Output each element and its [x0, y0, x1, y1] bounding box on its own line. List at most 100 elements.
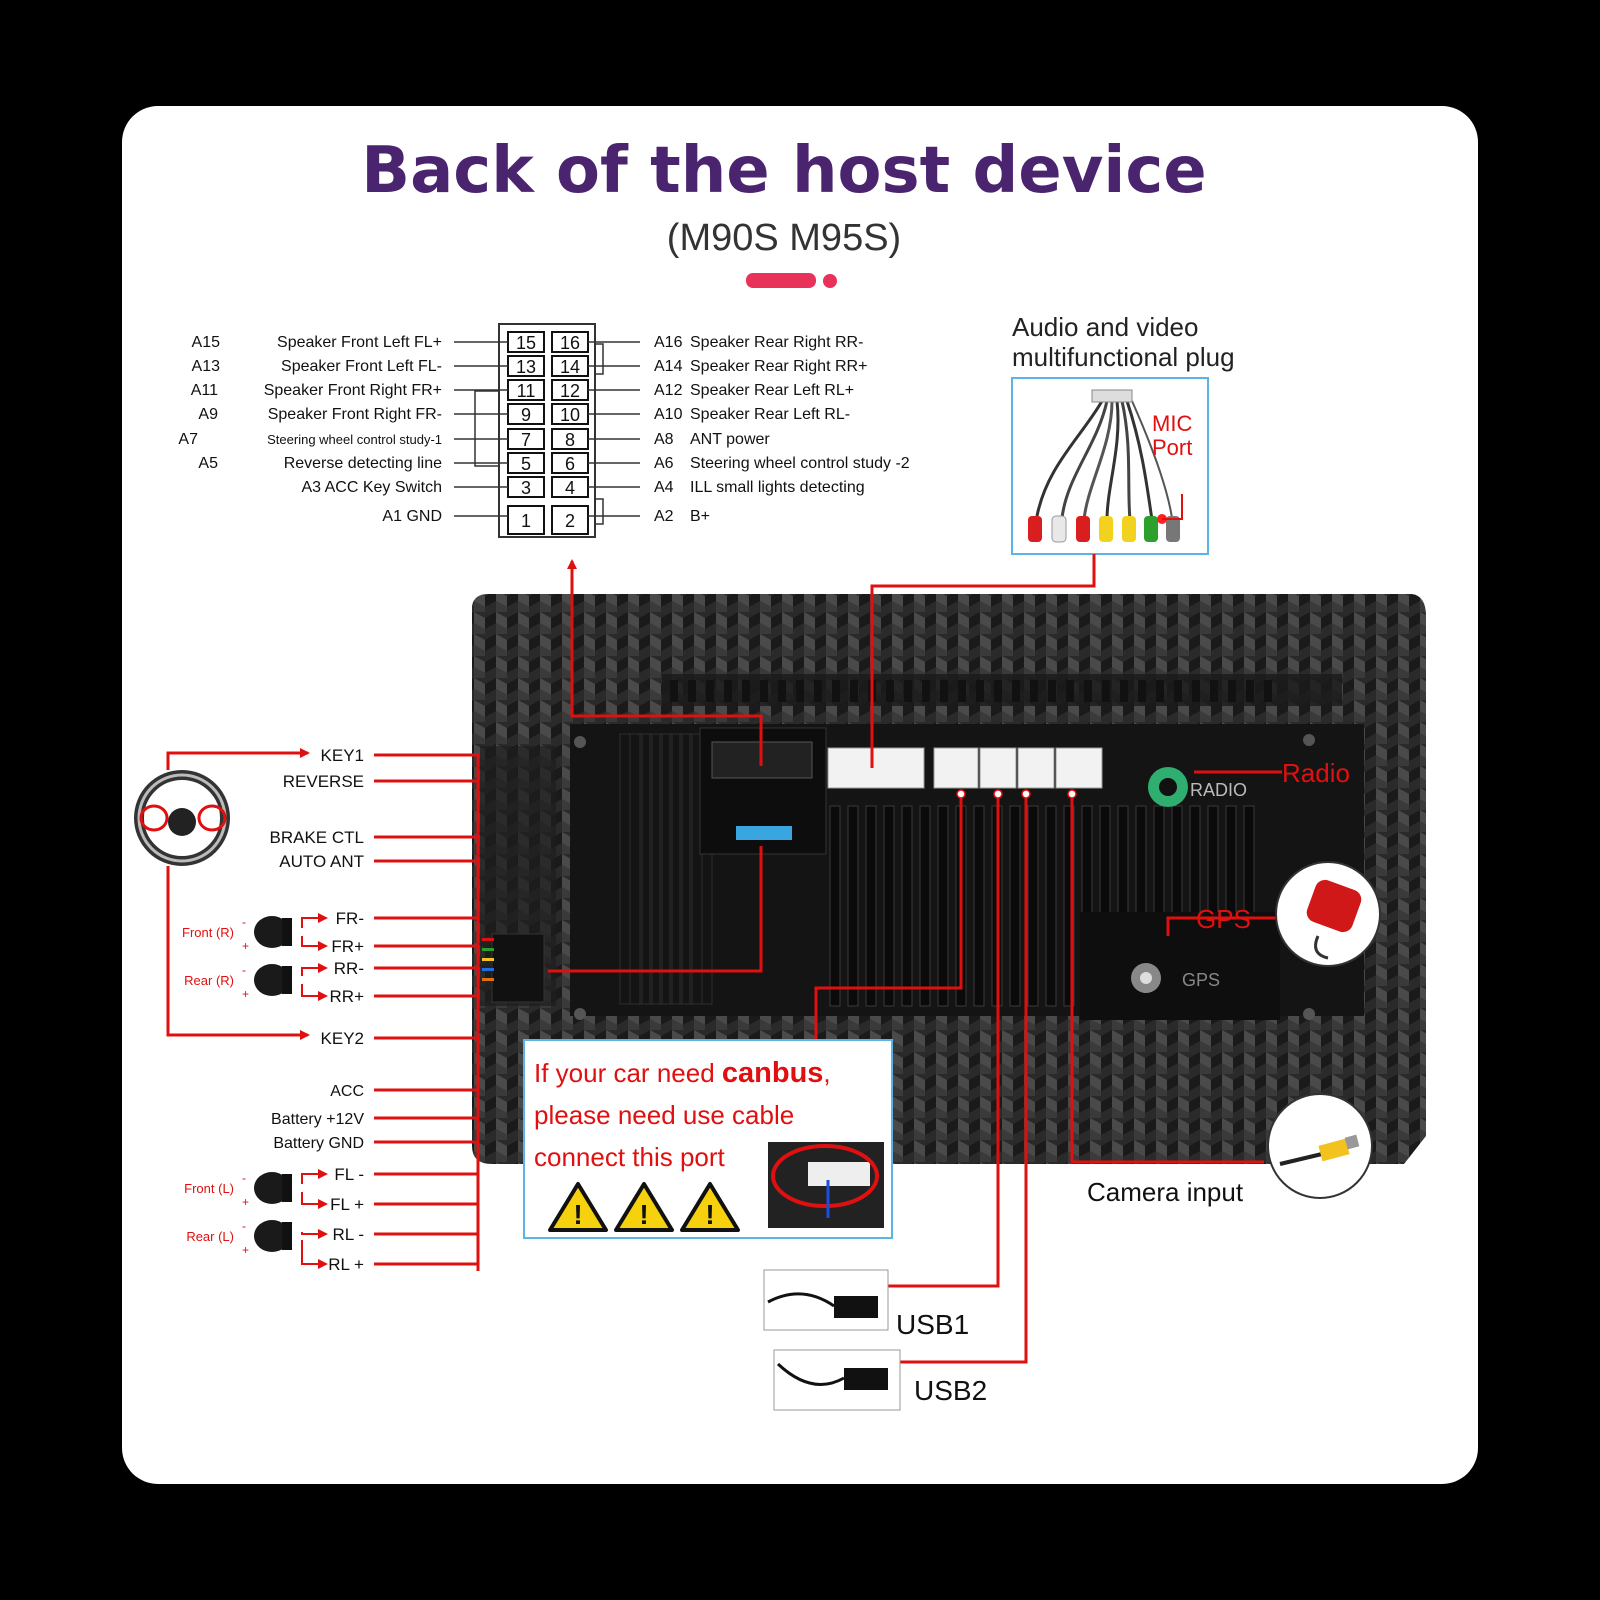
accent-bar [746, 273, 816, 288]
speaker-lead [301, 984, 328, 1001]
pin-number: 9 [521, 405, 531, 425]
pin-id: A10 [654, 406, 683, 423]
screw-hole [1303, 734, 1315, 746]
speaker-label: Rear (R) [184, 973, 234, 988]
pin-id: A6 [654, 455, 674, 472]
radio-antenna-socket [1148, 767, 1188, 807]
pin-label: Speaker Front Right FR- [268, 406, 442, 423]
wire-label: AUTO ANT [279, 852, 364, 871]
pin-number: 10 [560, 405, 580, 425]
pin-number: 13 [516, 357, 536, 377]
camera-plug-photo [1267, 1093, 1373, 1199]
pin-number: 14 [560, 357, 580, 377]
screw-hole [1303, 1008, 1315, 1020]
screw-hole [574, 736, 586, 748]
plus-sign: + [242, 1195, 249, 1209]
pin-number: 11 [517, 381, 536, 401]
pin-number: 7 [521, 430, 531, 450]
pin-number: 8 [565, 430, 575, 450]
page-title: Back of the host device [361, 134, 1206, 208]
warning-icon [680, 1182, 740, 1232]
radio-socket-tag: RADIO [1190, 780, 1247, 800]
speaker-label: Front (R) [182, 925, 234, 940]
pin-label: Speaker Rear Right RR+ [690, 358, 867, 375]
wire-label: FL + [330, 1195, 364, 1214]
wire-label: Battery +12V [271, 1111, 364, 1128]
wire-label: RR+ [330, 987, 365, 1006]
pin-number: 2 [565, 511, 575, 531]
warning-exclamation: ! [639, 1199, 648, 1230]
pin-id: A16 [654, 334, 683, 351]
minus-sign: - [242, 963, 246, 977]
wire-label: FL - [334, 1165, 364, 1184]
pin-number: 16 [560, 333, 580, 353]
pin-label: Speaker Front Left FL+ [277, 334, 442, 351]
gps-socket-tag: GPS [1182, 970, 1220, 990]
pin-id: A11 [191, 382, 218, 399]
connection-wires [548, 554, 1282, 1364]
pin-id: A5 [198, 455, 218, 472]
wire-dots [956, 789, 1077, 799]
speaker-label: Front (L) [184, 1181, 234, 1196]
pin-label: Speaker Rear Right RR- [690, 334, 863, 351]
white-connectors [827, 747, 1103, 789]
accent-dot [823, 274, 837, 288]
side-wiring-plug [482, 933, 545, 1003]
gps-socket [1080, 912, 1280, 1020]
pin-label: Reverse detecting line [284, 455, 442, 472]
warning-icon [548, 1182, 608, 1232]
pin-id: A7 [178, 431, 198, 448]
minus-sign: - [242, 1219, 246, 1233]
pin-label: ANT power [690, 431, 770, 448]
pin-number: 15 [516, 333, 536, 353]
speaker-lead [301, 1169, 328, 1184]
pin-label: ILL small lights detecting [690, 479, 865, 496]
wire-label: REVERSE [283, 772, 364, 791]
mic-port-label-2: Port [1152, 435, 1192, 460]
screw-hole [574, 1008, 586, 1020]
wire-label: Battery GND [273, 1135, 364, 1152]
pin-number: 1 [521, 511, 531, 531]
speaker-icon [282, 1222, 292, 1250]
pin-id: A4 [654, 479, 674, 496]
pin-number: 5 [521, 454, 531, 474]
minus-sign: - [242, 915, 246, 929]
main-plug-socket [699, 727, 827, 855]
plus-sign: + [242, 1243, 249, 1257]
pin-label: Steering wheel control study -2 [690, 455, 910, 472]
pin-id: A15 [192, 334, 221, 351]
speaker-lead [301, 963, 328, 976]
speaker-icon [254, 964, 290, 996]
av-plug-label-2: multifunctional plug [1012, 342, 1235, 372]
speaker-lead [301, 913, 328, 928]
speaker-lead [301, 1229, 328, 1239]
speaker-label: Rear (L) [186, 1229, 234, 1244]
pin-box [507, 505, 545, 535]
wire-label: RL - [333, 1225, 365, 1244]
pin-id: A2 [654, 508, 674, 525]
usb2-cable-photo [773, 1349, 901, 1411]
pin-label: A1 GND [382, 508, 442, 525]
plus-sign: + [242, 939, 249, 953]
pin-label: Speaker Rear Left RL+ [690, 382, 854, 399]
plus-sign: + [242, 987, 249, 1001]
speaker-lead [301, 1240, 328, 1269]
pin-id: A12 [654, 382, 683, 399]
pin-id: A13 [192, 358, 221, 375]
camera-input-label: Camera input [1087, 1177, 1244, 1207]
pin-label: Steering wheel control study-1 [267, 432, 442, 447]
wiring-diagram: Back of the host device (M90S M95S) 1513… [134, 134, 1426, 1411]
canbus-line-1: If your car need canbus, [534, 1057, 831, 1089]
warning-exclamation: ! [705, 1199, 714, 1230]
pin-label: B+ [690, 508, 710, 525]
usb1-label: USB1 [896, 1309, 969, 1340]
page-subtitle: (M90S M95S) [667, 217, 901, 259]
minus-sign: - [242, 1171, 246, 1185]
pin-label: A3 ACC Key Switch [302, 479, 443, 496]
pin-id: A8 [654, 431, 674, 448]
speaker-icon [254, 1172, 290, 1204]
wire-label: ACC [330, 1083, 364, 1100]
pin-box [551, 505, 589, 535]
wire-label: KEY2 [321, 1029, 364, 1048]
